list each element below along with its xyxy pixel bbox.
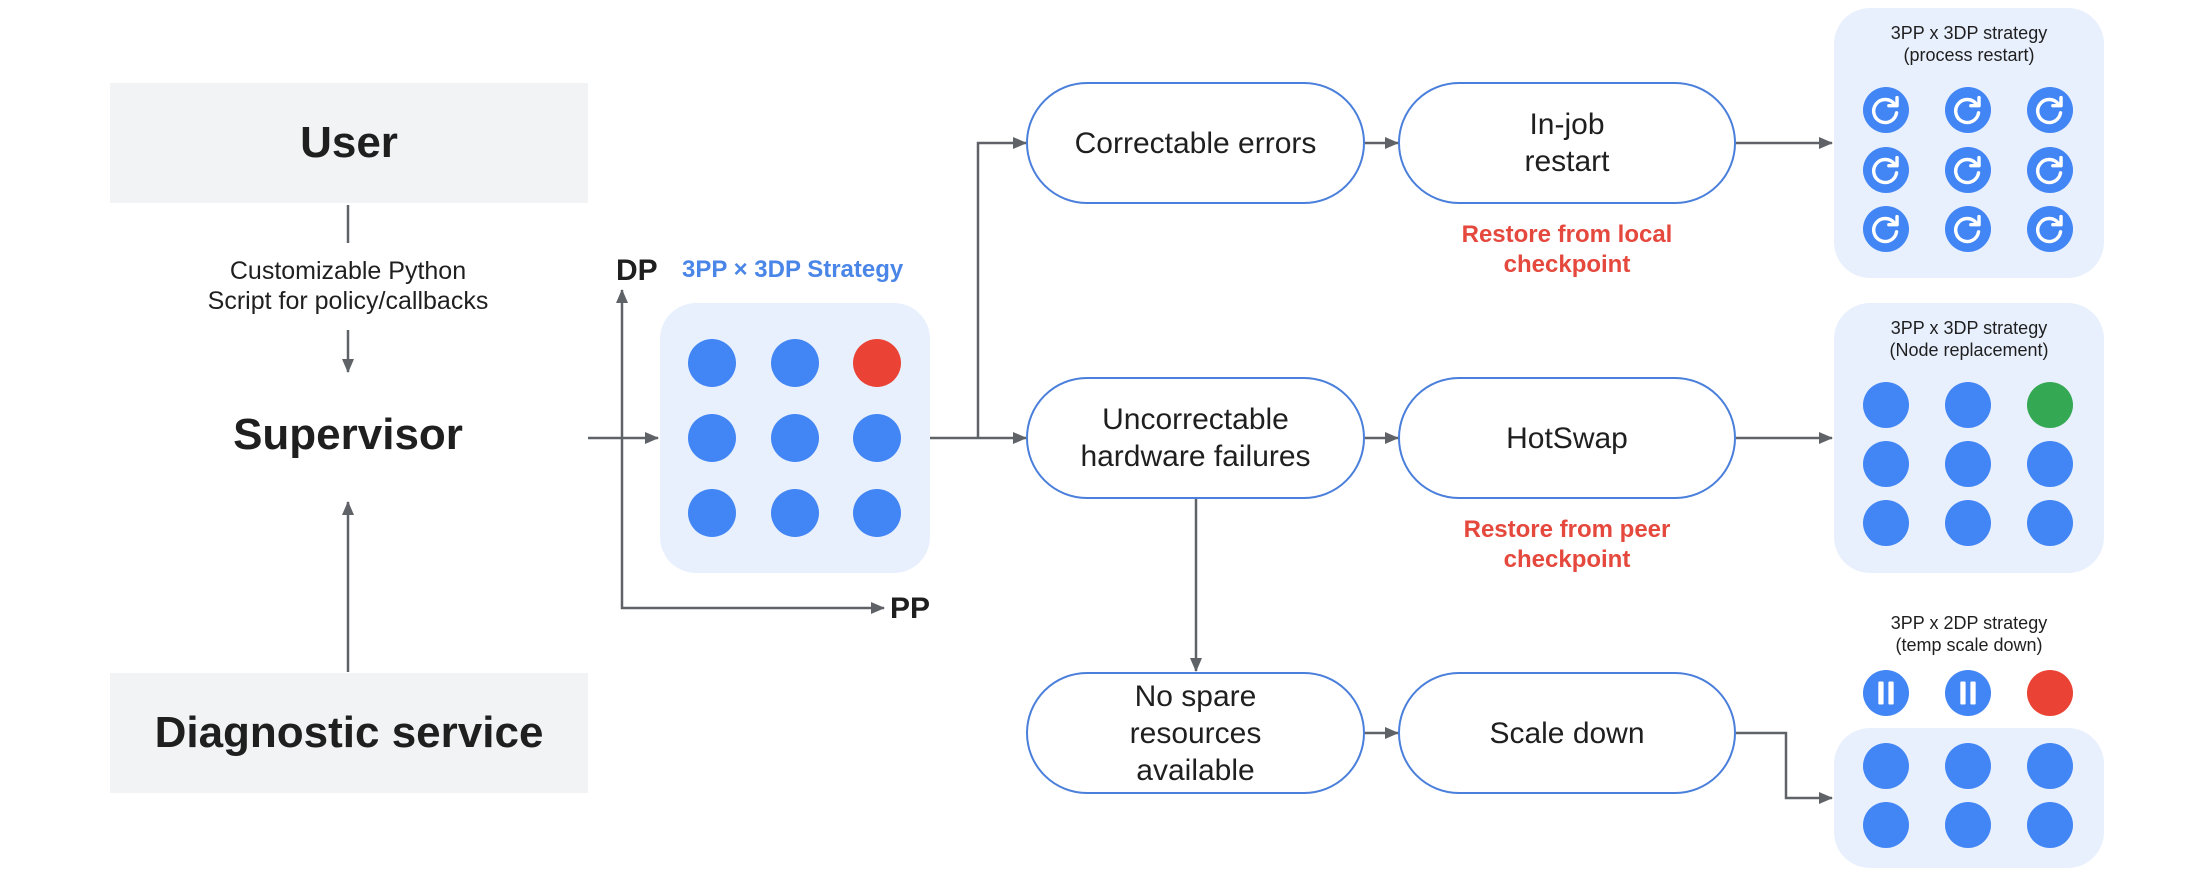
axis-pp-label: PP: [890, 592, 931, 625]
action-scale-down: Scale down: [1398, 672, 1736, 794]
paused-node-dot: [1945, 670, 1991, 716]
restarting-node-dot: [1863, 206, 1909, 252]
node-dot: [2027, 743, 2073, 789]
restarting-node-dot: [1945, 206, 1991, 252]
node-dot: [688, 489, 736, 537]
condition-correctable-errors: Correctable errors: [1026, 82, 1365, 204]
axis-dp-label: DP: [616, 254, 658, 287]
refresh-icon: [1872, 214, 1899, 244]
refresh-icon: [1872, 155, 1899, 185]
failed-node-dot: [853, 339, 901, 387]
node-dot: [1945, 743, 1991, 789]
script-label: Customizable Python Script for policy/ca…: [207, 257, 489, 315]
restarting-node-dot: [2027, 147, 2073, 193]
user-box: User: [110, 83, 588, 203]
refresh-icon: [1954, 95, 1981, 125]
condition-uncorrectable-failures: Uncorrectable hardware failures: [1026, 377, 1365, 499]
refresh-icon: [2036, 155, 2063, 185]
refresh-icon: [1954, 155, 1981, 185]
condition-label: Uncorrectable hardware failures: [1080, 403, 1311, 473]
refresh-icon: [2036, 95, 2063, 125]
node-dot: [1863, 441, 1909, 487]
diagnostic-label: Diagnostic service: [154, 708, 544, 757]
node-dot: [688, 414, 736, 462]
node-dot: [2027, 802, 2073, 848]
replacement-node-dot: [2027, 382, 2073, 428]
restarting-node-dot: [2027, 206, 2073, 252]
refresh-icon: [2036, 214, 2063, 244]
refresh-icon: [1872, 95, 1899, 125]
note-local-checkpoint: Restore from local checkpoint: [1461, 221, 1673, 278]
condition-label: Correctable errors: [1074, 126, 1317, 160]
node-dot: [771, 339, 819, 387]
condition-no-spare-resources: No spare resources available: [1026, 672, 1365, 794]
supervisor-label: Supervisor: [233, 410, 463, 459]
action-hotswap: HotSwap: [1398, 377, 1736, 499]
node-dot: [1863, 382, 1909, 428]
paused-node-dot: [1863, 670, 1909, 716]
node-dot: [771, 414, 819, 462]
note-peer-checkpoint: Restore from peer checkpoint: [1463, 516, 1671, 573]
action-in-job-restart: In-job restart: [1398, 82, 1736, 204]
node-dot: [1945, 500, 1991, 546]
user-label: User: [300, 118, 398, 167]
result-title: 3PP x 3DP strategy (process restart): [1890, 23, 2048, 65]
action-label: In-job restart: [1524, 108, 1610, 178]
result-title: 3PP x 2DP strategy (temp scale down): [1890, 613, 2048, 655]
condition-label: No spare resources available: [1129, 679, 1262, 787]
strategy-title: 3PP × 3DP Strategy: [682, 256, 904, 283]
node-dot: [2027, 441, 2073, 487]
node-dot: [1945, 382, 1991, 428]
node-dot: [853, 414, 901, 462]
result-title: 3PP x 3DP strategy (Node replacement): [1889, 318, 2049, 360]
node-dot: [1863, 743, 1909, 789]
restarting-node-dot: [1863, 147, 1909, 193]
node-dot: [2027, 500, 2073, 546]
diagnostic-service-box: Diagnostic service: [110, 673, 588, 793]
node-dot: [688, 339, 736, 387]
node-dot: [853, 489, 901, 537]
refresh-icon: [1954, 214, 1981, 244]
node-dot: [1945, 802, 1991, 848]
action-label: Scale down: [1489, 716, 1645, 750]
node-dot: [1945, 441, 1991, 487]
restarting-node-dot: [1863, 87, 1909, 133]
node-dot: [771, 489, 819, 537]
node-dot: [1863, 802, 1909, 848]
restarting-node-dot: [2027, 87, 2073, 133]
node-dot: [1863, 500, 1909, 546]
action-label: HotSwap: [1506, 421, 1628, 455]
pause-icon: [1960, 681, 1976, 705]
restarting-node-dot: [1945, 147, 1991, 193]
pause-icon: [1878, 681, 1894, 705]
failed-node-dot: [2027, 670, 2073, 716]
restarting-node-dot: [1945, 87, 1991, 133]
